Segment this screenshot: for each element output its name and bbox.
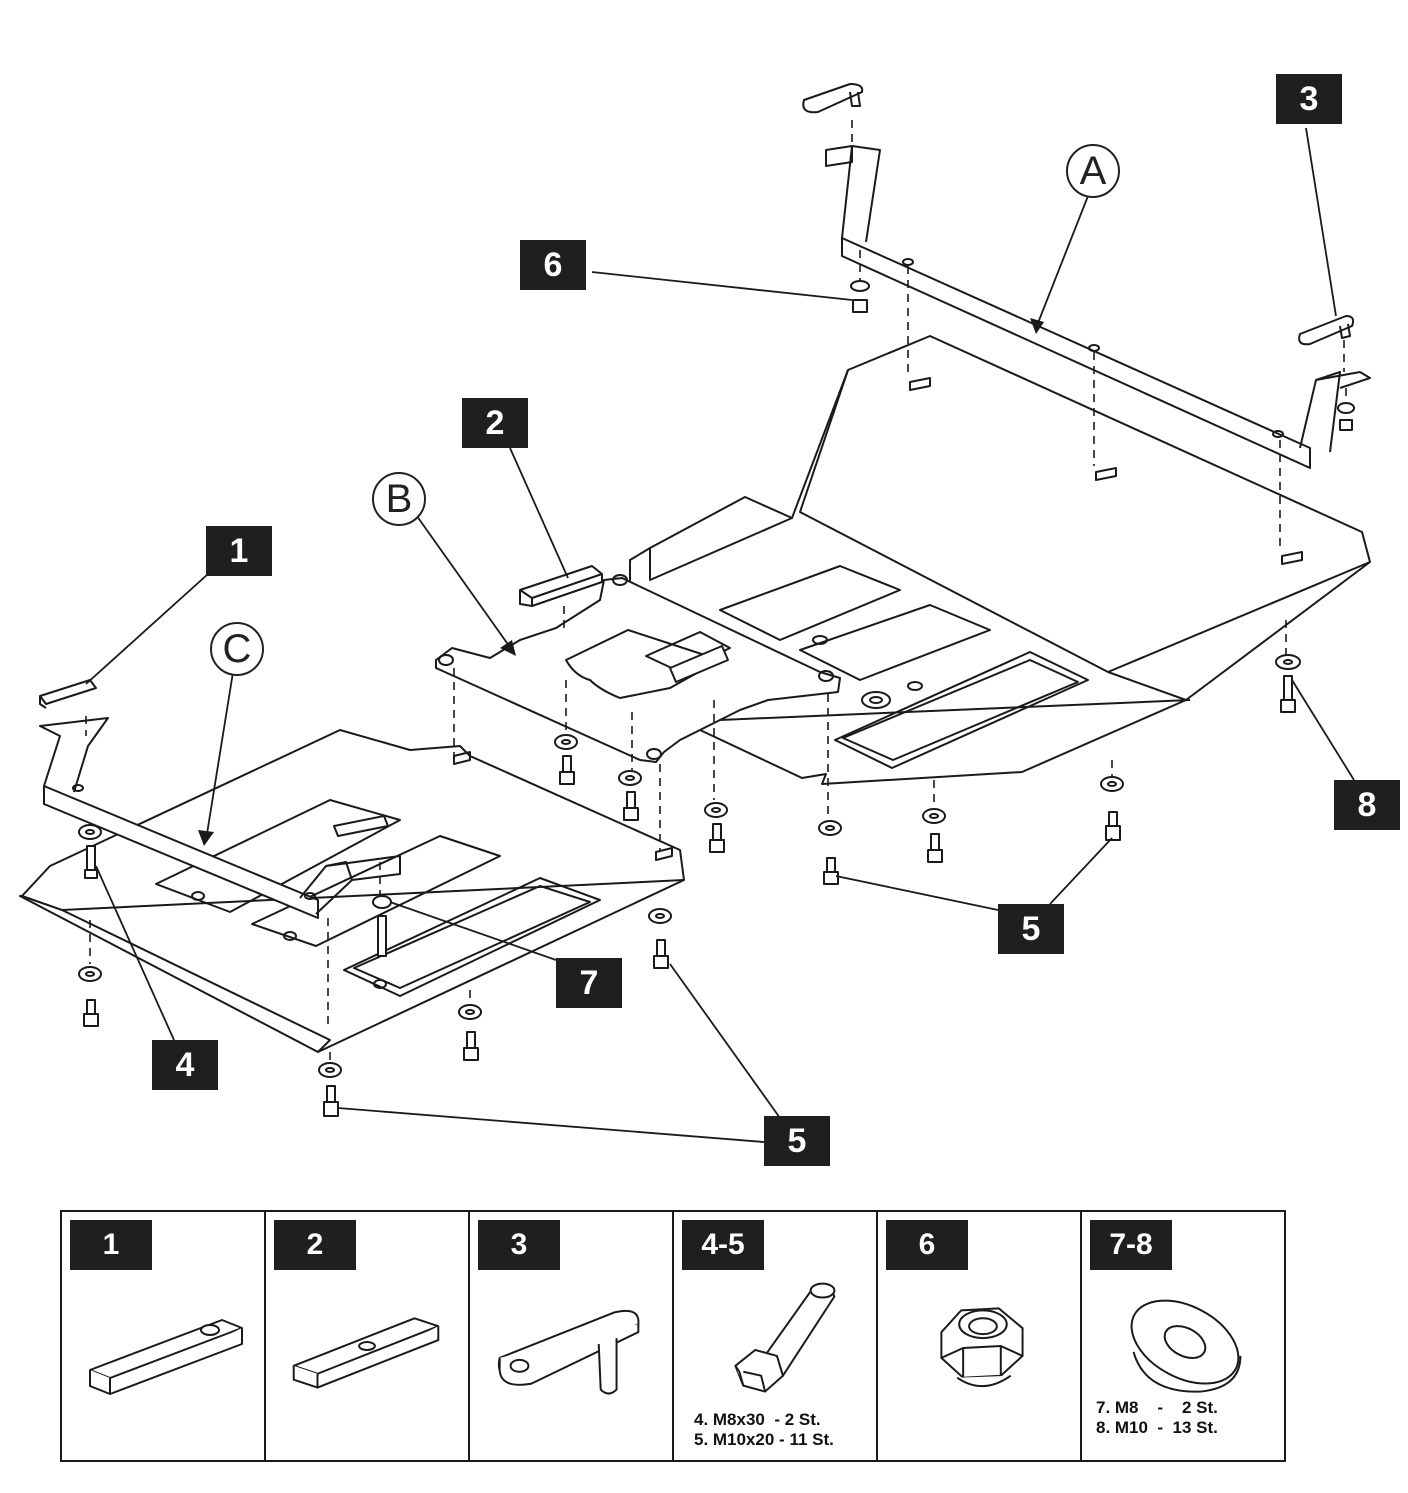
bolt-spec-5: 5. M10x20 - 11 St. bbox=[694, 1430, 834, 1449]
spacer-bar-1-icon bbox=[89, 1319, 243, 1395]
parts-cell-badge: 1 bbox=[70, 1220, 152, 1270]
leader-arrowheads bbox=[198, 318, 1044, 846]
parts-cell-3: 3 bbox=[470, 1212, 674, 1460]
component-label-b: B bbox=[372, 472, 426, 526]
parts-cell-7-8: 7-8 7. M8 - 2 St. 8. M10 - 13 St. bbox=[1082, 1212, 1284, 1460]
left-skid-plate bbox=[19, 729, 685, 1053]
callout-5-right: 5 bbox=[998, 904, 1064, 954]
parts-cell-badge: 2 bbox=[274, 1220, 356, 1270]
callout-4: 4 bbox=[152, 1040, 218, 1090]
parts-cell-4-5: 4-5 4. M8x30 - 2 St. 5. M10x20 - 11 St. bbox=[674, 1212, 878, 1460]
spacer-bar-2-icon bbox=[292, 1317, 440, 1389]
parts-cell-2: 2 bbox=[266, 1212, 470, 1460]
parts-cell-badge: 4-5 bbox=[682, 1220, 764, 1270]
bracket-a bbox=[802, 83, 1371, 469]
component-label-c: C bbox=[210, 622, 264, 676]
bolt-icon bbox=[734, 1282, 836, 1393]
fasteners bbox=[78, 654, 1301, 1117]
assembly-guide-lines bbox=[85, 120, 1347, 1064]
leader-lines bbox=[85, 127, 1355, 1143]
parts-cell-1: 1 bbox=[62, 1212, 266, 1460]
washer-spec-8: 8. M10 - 13 St. bbox=[1096, 1418, 1218, 1437]
washer-icon bbox=[1130, 1299, 1242, 1393]
parts-cell-6: 6 bbox=[878, 1212, 1082, 1460]
right-skid-plate bbox=[629, 335, 1371, 785]
bracket-c bbox=[39, 679, 401, 919]
exploded-assembly-diagram: 1 2 3 4 5 5 6 7 8 A B C bbox=[19, 74, 1400, 1166]
washer-spec-7: 7. M8 - 2 St. bbox=[1096, 1398, 1218, 1417]
lock-nut-icon bbox=[940, 1307, 1024, 1388]
parts-list-table: 1 2 3 4-5 bbox=[60, 1210, 1286, 1462]
middle-plate-b bbox=[435, 565, 841, 763]
callout-3: 3 bbox=[1276, 74, 1342, 124]
callout-5-left: 5 bbox=[764, 1116, 830, 1166]
parts-cell-badge: 3 bbox=[478, 1220, 560, 1270]
assembly-drawing bbox=[19, 83, 1371, 1143]
callout-2: 2 bbox=[462, 398, 528, 448]
callout-7: 7 bbox=[556, 958, 622, 1008]
callout-8: 8 bbox=[1334, 780, 1400, 830]
pin-plate-icon bbox=[497, 1309, 640, 1395]
bolt-spec-4: 4. M8x30 - 2 St. bbox=[694, 1410, 821, 1429]
parts-cell-badge: 6 bbox=[886, 1220, 968, 1270]
callout-1: 1 bbox=[206, 526, 272, 576]
parts-cell-badge: 7-8 bbox=[1090, 1220, 1172, 1270]
component-label-a: A bbox=[1066, 144, 1120, 198]
callout-6: 6 bbox=[520, 240, 586, 290]
